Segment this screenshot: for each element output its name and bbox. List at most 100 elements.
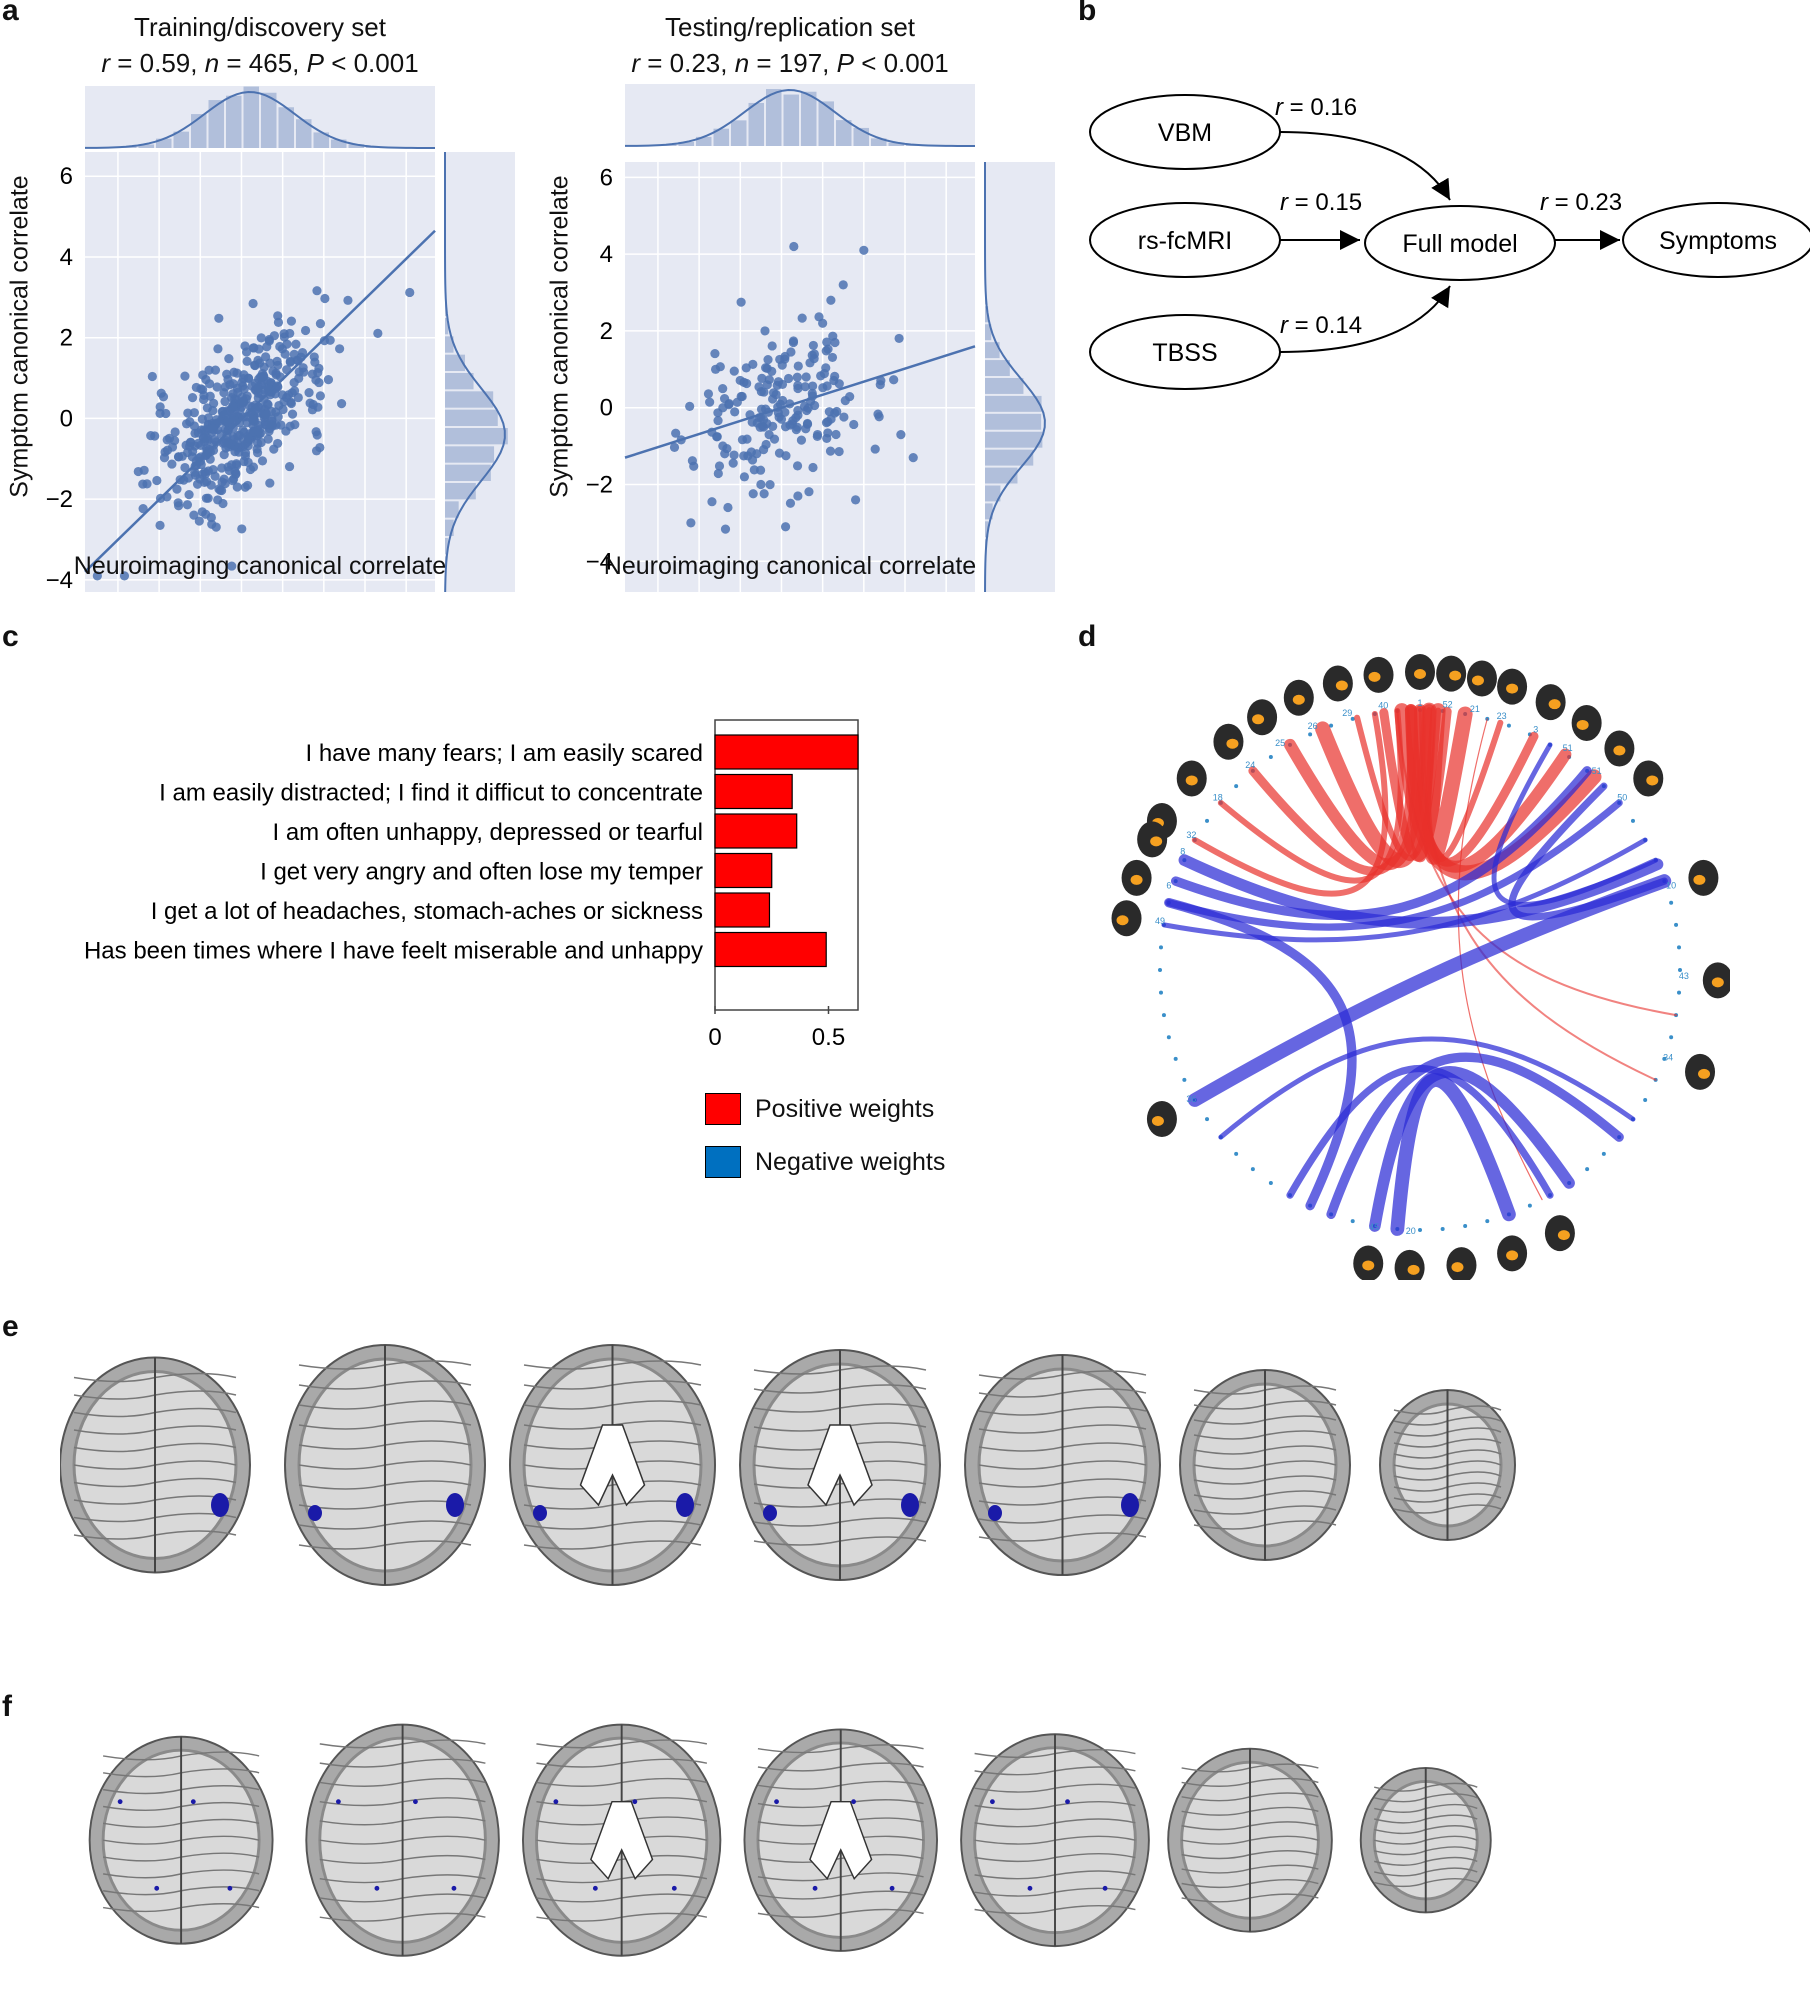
scatter-point [804, 487, 814, 497]
connection-edge [1390, 1073, 1516, 1236]
scatter-point [889, 375, 899, 385]
scatter-point [801, 372, 811, 382]
blue-voxel [990, 1799, 995, 1805]
edge-vbm-label: r = 0.16 [1275, 94, 1357, 121]
scatter-point [257, 456, 268, 466]
histogram-bar [445, 318, 449, 335]
histogram-bar [871, 138, 887, 146]
scatter-point [758, 444, 769, 455]
scatter-point [405, 287, 415, 298]
node-dot [1677, 945, 1682, 950]
scatter-point [710, 348, 720, 359]
scatter-point [825, 446, 836, 456]
scatter-point [808, 340, 818, 351]
ventricle [807, 1424, 873, 1507]
connection-edge [1491, 742, 1659, 907]
histogram-bar [985, 306, 989, 323]
panel-label-d: d [1078, 620, 1097, 653]
scatter-point [180, 371, 190, 381]
scatter-point [686, 518, 696, 528]
scatter-point [222, 431, 232, 441]
scatter-point [713, 468, 723, 479]
scatter-point [773, 377, 784, 387]
legend-positive-swatch [705, 1093, 741, 1125]
marginal-right-kde [444, 152, 506, 593]
blue-voxel [1027, 1885, 1033, 1891]
scatter-point [227, 561, 237, 571]
activation-spot [1185, 775, 1198, 786]
scatter-point [252, 448, 263, 458]
scatter-point [724, 399, 734, 410]
node-number-label: 32 [1186, 830, 1196, 840]
connection-edge [1218, 1036, 1636, 1140]
scatter-point [241, 347, 252, 357]
activation-spot [1368, 671, 1381, 682]
node-number-label: 40 [1378, 701, 1388, 711]
scatter-point [707, 497, 717, 507]
scatter-point [291, 339, 301, 349]
x-tick-label: 0 [708, 1024, 721, 1051]
node-dot [1674, 922, 1679, 927]
scatter-point [268, 366, 278, 376]
marginal-top-bg [625, 84, 975, 146]
scatter-point [138, 504, 148, 514]
scatter-point [240, 482, 250, 492]
scatter-point [759, 387, 769, 397]
x-tick-label: 0.5 [812, 1024, 845, 1051]
scatter-point [265, 358, 275, 368]
stat-n-val: = 197, [749, 48, 837, 78]
scatter-point [808, 462, 818, 473]
activation-spot [1548, 699, 1561, 710]
histogram-bar [313, 132, 329, 148]
histogram-bar [985, 449, 1034, 466]
scatter-point [300, 325, 311, 336]
scatter-point [821, 418, 832, 428]
node-dot [1182, 1077, 1187, 1082]
scatter-point [273, 317, 284, 327]
legend-positive: Positive weights [705, 1092, 934, 1126]
scatter-point [214, 484, 224, 494]
node-dot [1662, 1056, 1667, 1061]
scatter-point [780, 407, 790, 417]
node-dot [1418, 1228, 1422, 1232]
panel-label-a: a [2, 0, 19, 27]
histogram-bar [445, 409, 498, 426]
scatter-point [265, 478, 275, 488]
blue-cluster [211, 1493, 229, 1517]
scatter-point [315, 319, 326, 329]
scatter-point [284, 461, 295, 472]
node-dot [1205, 818, 1210, 823]
scatter-point [309, 352, 319, 362]
node-dot [1173, 1056, 1178, 1061]
edge-tbss-full [1279, 285, 1451, 353]
scatter-point [788, 416, 798, 426]
activation-spot [1252, 714, 1265, 725]
blue-cluster [763, 1505, 777, 1521]
scatter-point [755, 422, 765, 432]
scatter-point [769, 434, 780, 444]
scatter-point [763, 355, 773, 365]
weight-bar [714, 734, 859, 770]
scatter-point [315, 391, 325, 401]
scatter-point [718, 383, 728, 394]
scatter-point [197, 385, 208, 395]
scatter-point [208, 423, 218, 434]
scatter-point [792, 422, 802, 432]
weight-bar [714, 892, 771, 928]
histogram-bar [696, 136, 712, 146]
scatter-point [92, 571, 102, 581]
weight-bar [714, 931, 827, 968]
blue-voxel [1065, 1799, 1070, 1805]
blue-voxel [154, 1885, 160, 1891]
scatter-point [802, 419, 813, 429]
stat-n: n [734, 48, 750, 78]
scatter-point [232, 482, 242, 492]
scatter-point [213, 344, 223, 354]
scatter-right-title: Testing/replication set [664, 12, 916, 42]
scatter-point [823, 344, 833, 354]
scatter-point [757, 373, 767, 384]
scatter-point [765, 480, 775, 490]
scatter-point [703, 389, 714, 399]
histogram-bar [985, 395, 1042, 412]
scatter-right-xlabel: Neuroimaging canonical correlate [603, 552, 977, 580]
